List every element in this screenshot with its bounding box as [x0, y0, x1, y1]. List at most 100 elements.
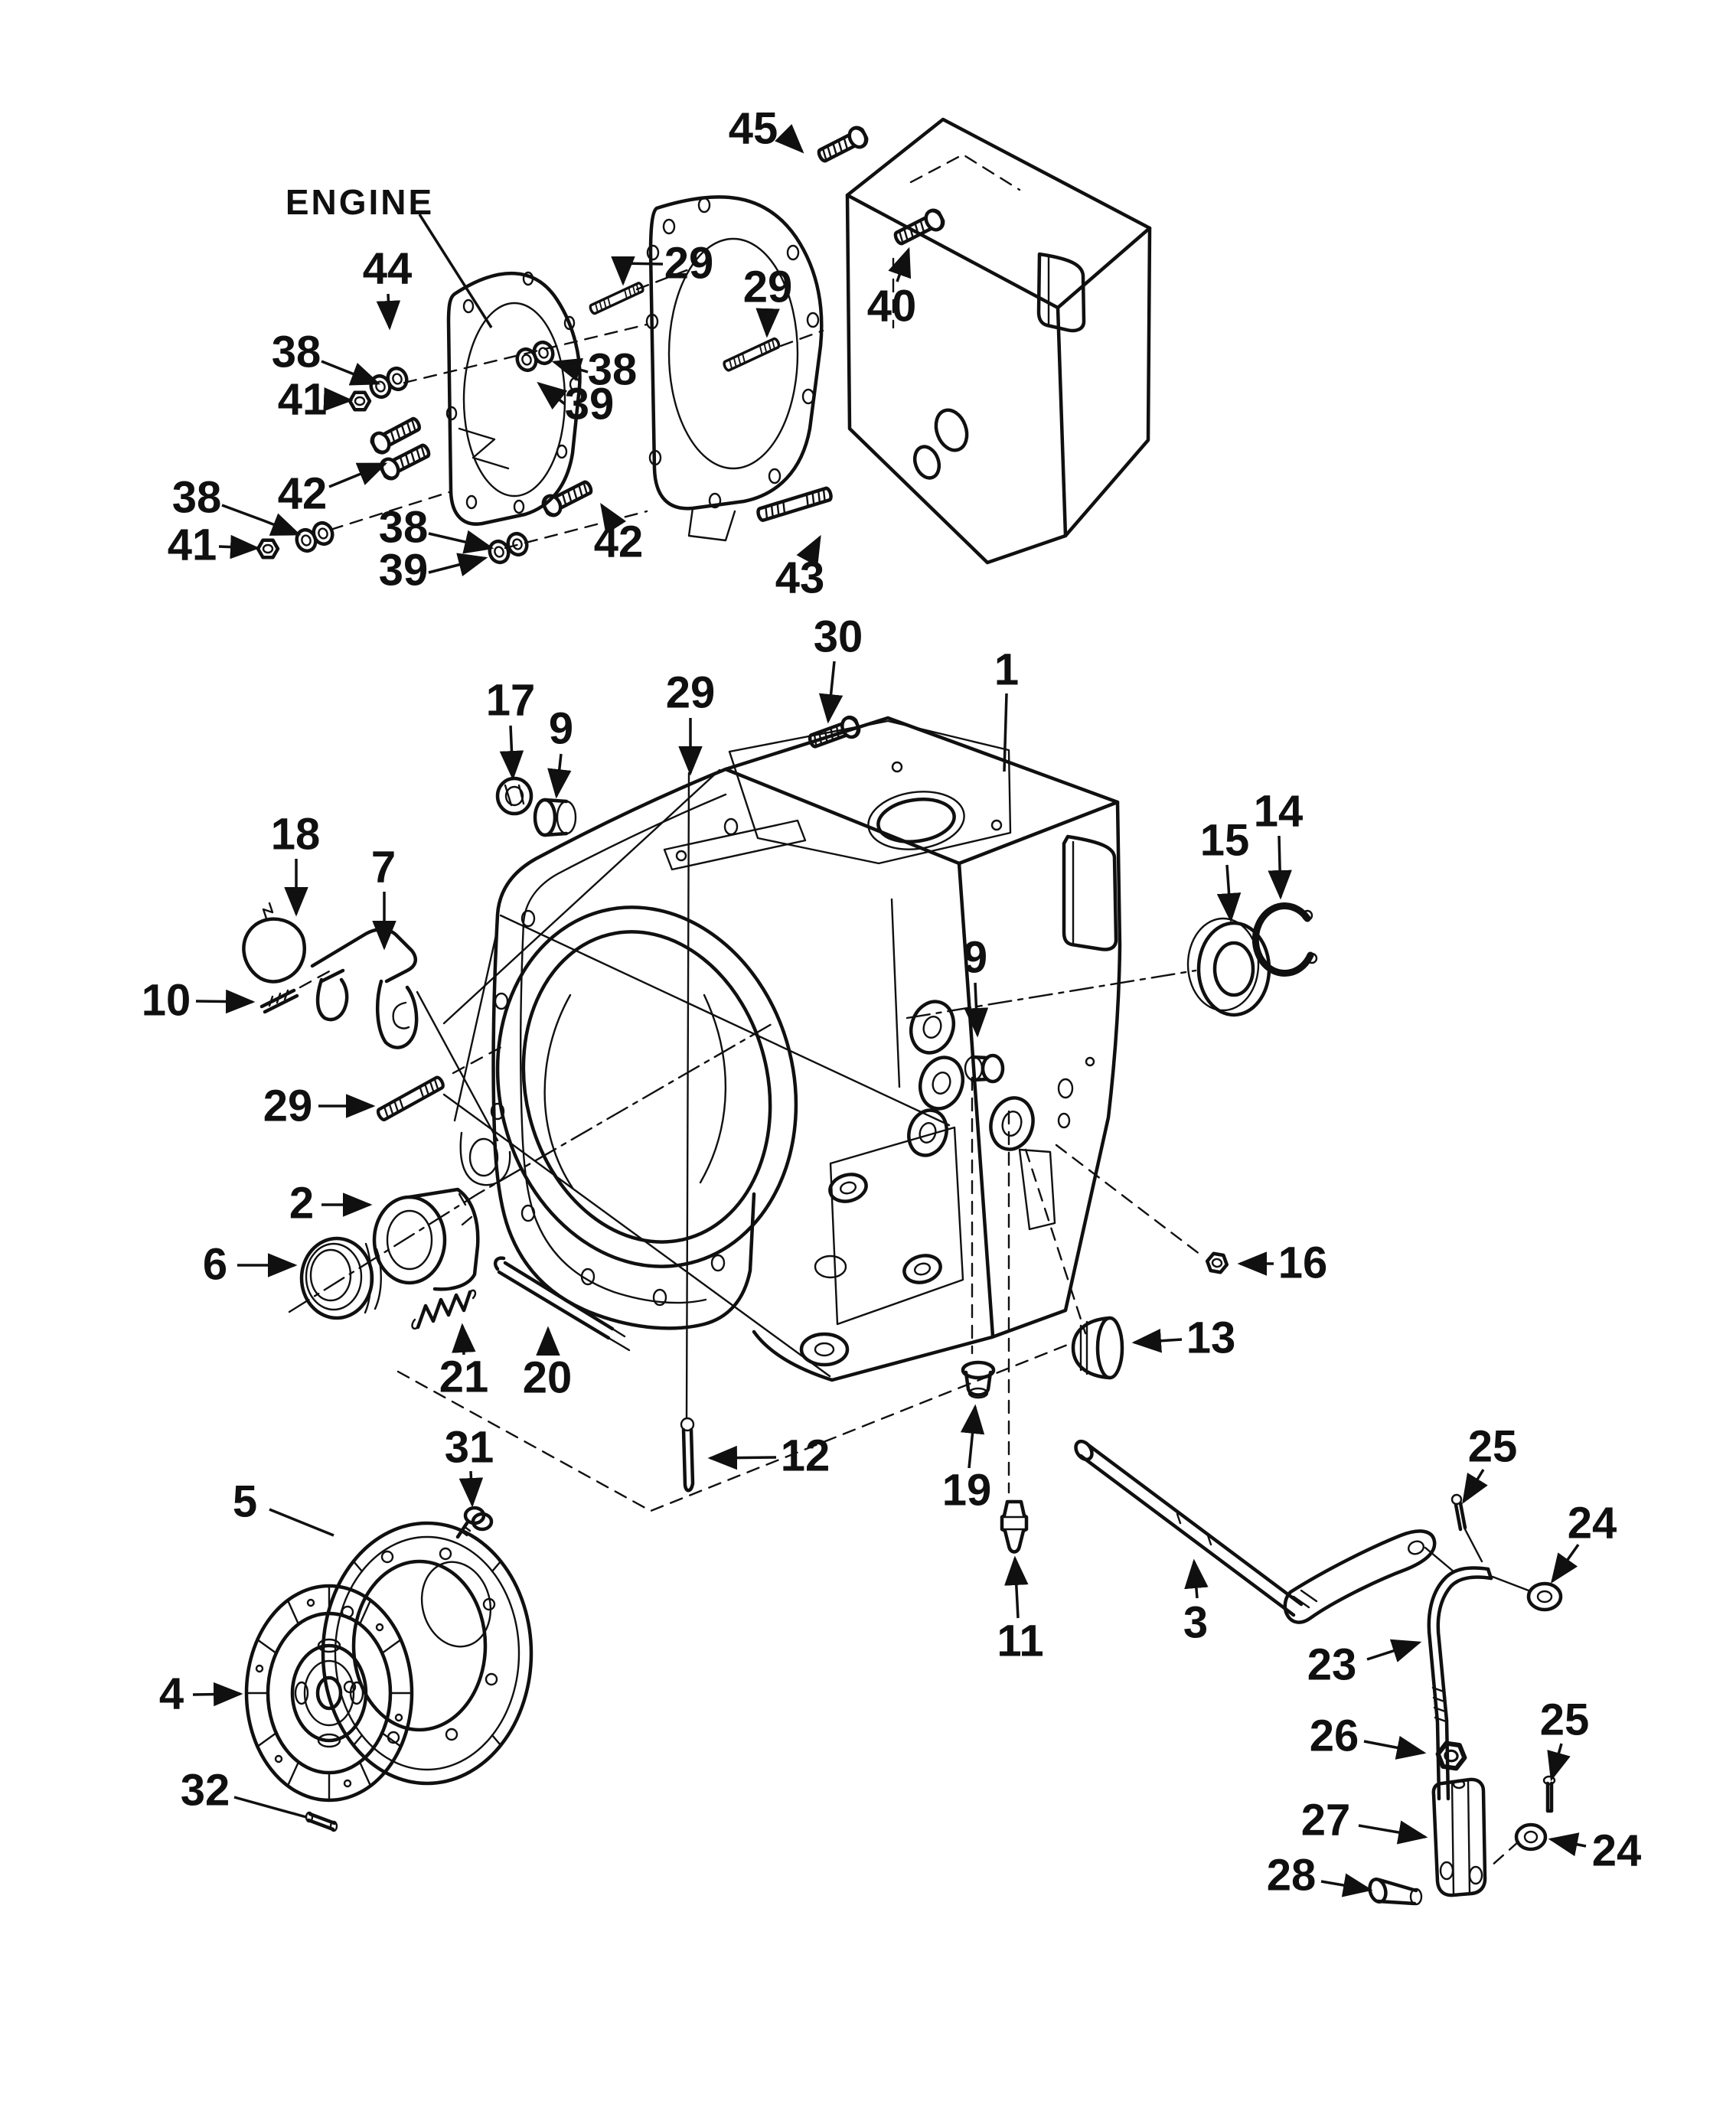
callout-number: 38 [588, 345, 638, 395]
callout-2-28: 2 [289, 1179, 373, 1228]
callout-leader [1358, 1820, 1428, 1845]
callout-27-48: 27 [1301, 1796, 1428, 1845]
callout-number: 40 [867, 282, 917, 331]
callout-42-14: 42 [594, 503, 644, 567]
callout-1-18: 1 [994, 645, 1019, 772]
callout-leader [1131, 1329, 1183, 1353]
callout-number: 38 [172, 473, 222, 523]
callout-32-41: 32 [181, 1766, 307, 1819]
callout-leader [1268, 835, 1292, 900]
callout-number: 12 [781, 1431, 830, 1481]
engine-block [845, 117, 1152, 565]
callout-number: 29 [664, 239, 714, 289]
clutch-small-parts [305, 1506, 494, 1832]
callout-41-4: 41 [278, 375, 354, 425]
axis-lines [288, 768, 1205, 1512]
callout-3-42: 3 [1183, 1558, 1209, 1648]
callout-leader [600, 503, 627, 534]
callout-12-33: 12 [707, 1431, 830, 1481]
callout-number: 6 [203, 1240, 227, 1290]
callout-29-6: 29 [743, 263, 793, 338]
callout-25-47: 25 [1540, 1695, 1589, 1782]
pressure-plate [321, 1521, 534, 1786]
callout-number: 9 [549, 704, 573, 754]
callout-leader [537, 381, 568, 410]
callout-number: 11 [997, 1617, 1043, 1666]
callout-9-30: 9 [963, 933, 989, 1038]
callout-number: 19 [942, 1466, 992, 1516]
snap-ring [1251, 902, 1318, 977]
callout-39-13: 39 [379, 546, 488, 595]
callout-number: 41 [278, 375, 328, 425]
callout-leader [321, 360, 381, 386]
callout-38-3: 38 [272, 328, 381, 386]
callout-leader [1366, 1639, 1422, 1662]
callout-number: 17 [486, 676, 536, 726]
callout-number: 7 [371, 843, 396, 892]
callout-leader [964, 982, 989, 1038]
callout-number: 29 [263, 1082, 313, 1131]
callout-leader [796, 534, 821, 567]
callout-engine-0: ENGINE [286, 182, 493, 328]
callout-4-40: 4 [159, 1669, 243, 1719]
plugs-and-switches [495, 776, 1229, 1554]
callout-number: 29 [743, 263, 793, 312]
callout-number: 28 [1267, 1851, 1317, 1901]
callout-number: 45 [729, 104, 778, 154]
callout-15-22: 15 [1200, 816, 1250, 923]
callout-number: 24 [1568, 1499, 1617, 1548]
callout-number: 42 [594, 517, 644, 567]
callout-leader [418, 214, 493, 328]
callout-number: 9 [963, 933, 987, 983]
callout-number: 38 [272, 328, 321, 377]
callout-24-49: 24 [1548, 1826, 1641, 1876]
callout-leader [192, 1682, 243, 1707]
callout-leader [707, 1445, 777, 1470]
callout-number: 5 [233, 1477, 257, 1527]
callout-19-34: 19 [942, 1404, 992, 1516]
callout-leader [428, 553, 488, 576]
callout-26-46: 26 [1310, 1711, 1427, 1761]
callout-number: 32 [181, 1766, 230, 1816]
callout-number: 2 [289, 1179, 314, 1228]
clutch-housing [459, 716, 1122, 1382]
callout-leader [195, 989, 256, 1014]
callout-number: 15 [1200, 816, 1250, 866]
callout-leader [755, 308, 780, 338]
callout-number: 4 [159, 1669, 184, 1719]
callout-38-12: 38 [379, 503, 494, 554]
callout-14-23: 14 [1254, 787, 1303, 900]
callout-24-44: 24 [1550, 1499, 1617, 1584]
callout-28-50: 28 [1267, 1851, 1373, 1901]
callout-16-31: 16 [1237, 1238, 1328, 1288]
callout-leader [328, 462, 388, 488]
callout-leader [221, 504, 302, 536]
callout-leader [376, 293, 401, 331]
callout-29-5: 29 [611, 239, 714, 289]
callout-29-21: 29 [666, 668, 715, 776]
callout-29-27: 29 [263, 1082, 376, 1131]
callout-38-7: 38 [551, 345, 638, 395]
callout-number: 27 [1301, 1796, 1351, 1845]
callout-18-24: 18 [271, 810, 320, 917]
callout-5-39: 5 [233, 1477, 334, 1537]
callout-number: 42 [278, 469, 328, 519]
callout-leader [218, 534, 260, 560]
callout-number: 26 [1310, 1711, 1359, 1761]
callout-number: ENGINE [286, 182, 434, 222]
callout-leader [888, 246, 912, 282]
callout-number: 16 [1278, 1238, 1328, 1288]
callout-leader [775, 124, 804, 154]
callout-number: 13 [1186, 1313, 1236, 1363]
callout-20-37: 20 [523, 1326, 572, 1403]
clutch-disc [244, 1584, 414, 1803]
clutch-rod-linkage [1368, 1493, 1563, 1906]
callout-30-17: 30 [814, 612, 863, 724]
callout-leader [233, 1796, 307, 1819]
callout-45-1: 45 [729, 104, 804, 154]
callout-number: 1 [994, 645, 1019, 695]
release-bearing-parts [299, 1187, 631, 1352]
callout-13-32: 13 [1131, 1313, 1236, 1363]
callout-number: 43 [775, 553, 825, 603]
